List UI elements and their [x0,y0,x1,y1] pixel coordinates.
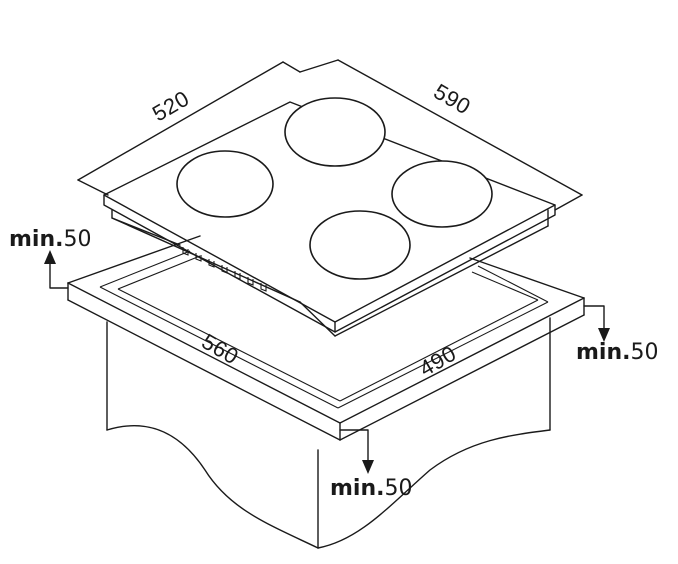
hob-width-dimension: 590 [430,79,476,120]
clearance-arrow-right [583,305,610,342]
hob-glass-top [103,101,556,333]
clearance-label-left: min.50 [9,227,91,252]
hob-depth-dimension: 520 [148,86,194,127]
burner-back-left [284,97,386,167]
worktop-frame [67,235,585,441]
clearance-label-front: min.50 [330,476,412,501]
burner-front-left [176,150,274,218]
burners [176,97,493,280]
clearance-arrow-front [339,429,374,474]
cutout-depth-dimension: 490 [415,341,461,382]
cabinet-body [106,317,551,549]
burner-back-right [391,160,493,228]
hob-dimension-lines [77,59,583,211]
clearance-label-right: min.50 [576,340,658,365]
cutout-width-dimension: 560 [198,329,244,370]
hob-housing [111,209,549,337]
burner-front-right [309,210,411,280]
clearance-arrow-left [44,250,69,289]
